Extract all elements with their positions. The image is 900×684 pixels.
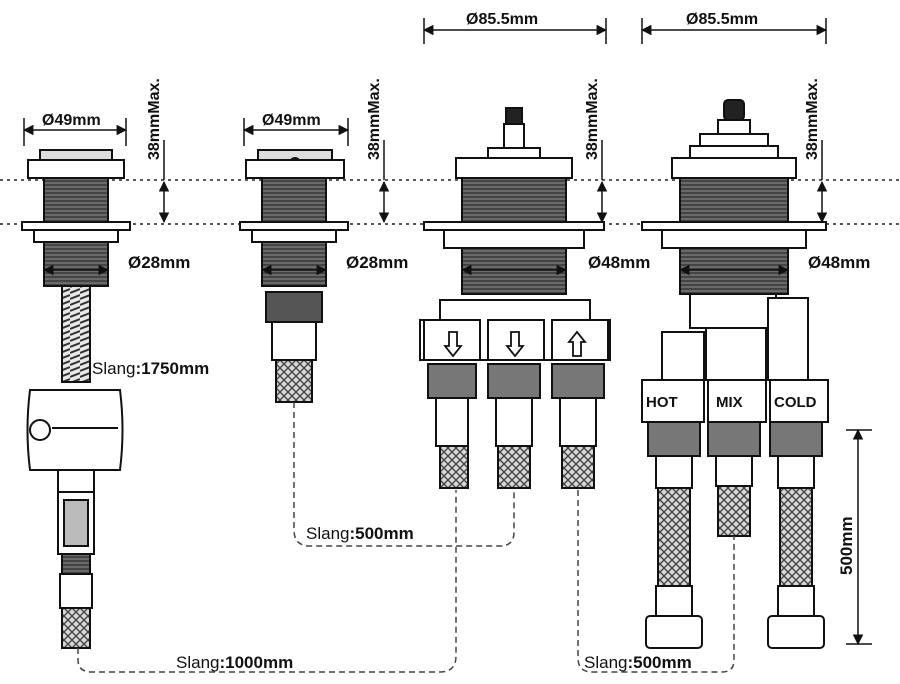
label-diameter-85-unit3: Ø85.5mm — [466, 11, 538, 28]
label-hose-height-500: 500mm — [837, 516, 856, 575]
arrow-down-icon — [443, 331, 463, 358]
hose-label-1000: Slang:1000mm — [176, 653, 293, 672]
hose-label-prefix: Slang — [306, 524, 349, 543]
arrow-up-icon — [567, 330, 587, 357]
dimension-lines — [22, 18, 872, 646]
label-diameter-49-unit1: Ø49mm — [42, 112, 101, 129]
label-diameter-85-unit4: Ø85.5mm — [686, 11, 758, 28]
hose-label-value: :500mm — [349, 524, 413, 543]
label-height-38-unit4: 38mmMax. — [804, 78, 821, 160]
label-diameter-48-unit3: Ø48mm — [588, 253, 650, 272]
unit-3-valve — [419, 107, 611, 489]
label-height-38-unit2: 38mmMax. — [366, 78, 383, 160]
hose-label-value: :1000mm — [219, 653, 293, 672]
unit-4-valve — [641, 99, 829, 649]
label-diameter-49-unit2: Ø49mm — [262, 112, 321, 129]
flow-arrows — [443, 330, 587, 358]
hose-label-prefix: Slang — [176, 653, 219, 672]
hose-label-prefix: Slang — [584, 653, 627, 672]
hose-label-value: :1750mm — [135, 359, 209, 378]
unit-1-diverter — [21, 149, 131, 649]
hose-routes — [77, 402, 735, 673]
label-height-38-unit1: 38mmMax. — [146, 78, 163, 160]
hose-label-1750: Slang:1750mm — [92, 359, 209, 378]
hose-label-value: :500mm — [627, 653, 691, 672]
label-cold-outlet: COLD — [774, 394, 817, 411]
label-diameter-48-unit4: Ø48mm — [808, 253, 870, 272]
arrow-down-icon — [505, 331, 525, 358]
label-diameter-28-unit1: Ø28mm — [128, 253, 190, 272]
label-mix-outlet: MIX — [716, 394, 743, 411]
unit-2-diverter — [239, 149, 349, 403]
label-diameter-28-unit2: Ø28mm — [346, 253, 408, 272]
hose-label-prefix: Slang — [92, 359, 135, 378]
label-hot-outlet: HOT — [646, 394, 678, 411]
label-height-38-unit3: 38mmMax. — [584, 78, 601, 160]
hose-label-500-unit4: Slang:500mm — [584, 653, 692, 672]
hose-label-500-unit2: Slang:500mm — [306, 524, 414, 543]
